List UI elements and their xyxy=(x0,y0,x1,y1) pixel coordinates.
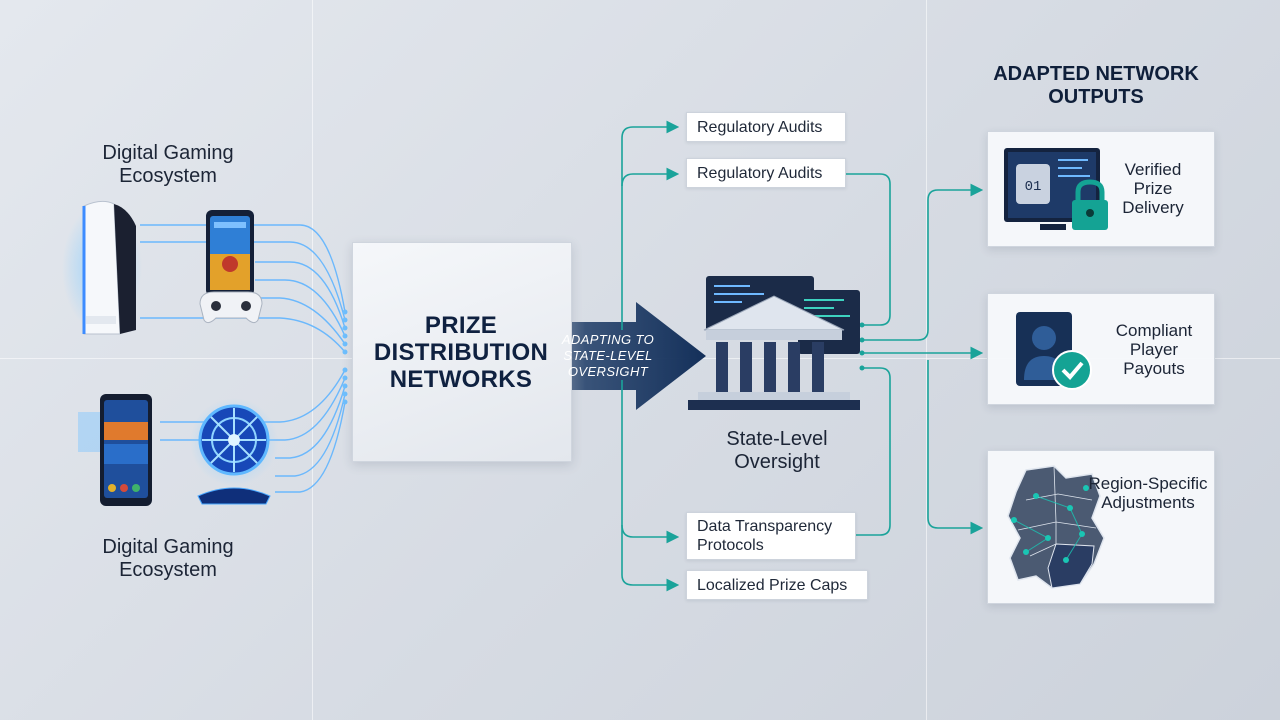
arrow-label-line2: STATE-LEVEL xyxy=(563,348,653,363)
outputs-title-line2: OUTPUTS xyxy=(1048,86,1144,108)
secure-monitor-icon: 01 xyxy=(1004,148,1108,230)
pill-data-transparency: Data Transparency Protocols xyxy=(686,512,856,560)
payouts-line1: Compliant xyxy=(1115,321,1193,340)
region-line1: Region-Specific xyxy=(1088,474,1208,493)
verified-line1: Verified xyxy=(1124,160,1182,179)
outputs-title-line1: ADAPTED NETWORK xyxy=(993,63,1199,85)
region-map-icon xyxy=(1007,465,1105,589)
pill-transparency-line1: Data Transparency xyxy=(697,518,833,535)
arrow-label-line3: OVERSIGHT xyxy=(567,364,649,379)
verified-player-icon xyxy=(1016,312,1092,390)
output-branch-lines xyxy=(862,183,984,535)
center-title-line1: PRIZE xyxy=(424,312,498,339)
payouts-line3: Payouts xyxy=(1123,359,1185,378)
pill-localized-prize-caps: Localized Prize Caps xyxy=(686,570,868,600)
payouts-line2: Player xyxy=(1129,340,1179,359)
region-adjustments-label: Region-Specific Adjustments xyxy=(1084,474,1212,512)
adapting-arrow-label: ADAPTING TO STATE-LEVEL OVERSIGHT xyxy=(556,332,660,380)
pill-prize-caps-text: Localized Prize Caps xyxy=(697,576,848,594)
region-line2: Adjustments xyxy=(1101,493,1195,512)
verified-line2: Prize xyxy=(1133,179,1173,198)
ecosystem-label-top: Digital Gaming Ecosystem xyxy=(102,142,234,187)
state-oversight-label: State-Level Oversight xyxy=(694,428,860,474)
verified-line3: Delivery xyxy=(1122,198,1184,217)
input-flow-lines xyxy=(140,224,346,493)
government-building-icon xyxy=(688,276,860,410)
pill-transparency-line2: Protocols xyxy=(697,537,764,554)
center-title-line3: NETWORKS xyxy=(389,366,533,393)
center-title-line2: DISTRIBUTION xyxy=(373,339,549,366)
compliant-payouts-label: Compliant Player Payouts xyxy=(1102,321,1206,378)
pill-audit-1-text: Regulatory Audits xyxy=(697,118,823,136)
ecosystem-label-bottom: Digital Gaming Ecosystem xyxy=(102,536,234,581)
mobile-game-icon xyxy=(199,210,263,324)
svg-text:01: 01 xyxy=(1025,179,1042,195)
prize-distribution-title: PRIZE DISTRIBUTION NETWORKS xyxy=(352,312,570,393)
game-console-icon xyxy=(62,200,142,335)
pill-regulatory-audits-2: Regulatory Audits xyxy=(686,158,846,188)
state-oversight-line2: Oversight xyxy=(734,451,820,473)
prize-wheel-icon xyxy=(190,398,278,505)
grid-divider-right xyxy=(926,0,927,720)
state-oversight-line1: State-Level xyxy=(726,428,828,450)
pill-audit-2-text: Regulatory Audits xyxy=(697,164,823,182)
arrow-label-line1: ADAPTING TO xyxy=(561,332,655,347)
outputs-title: ADAPTED NETWORK OUTPUTS xyxy=(968,63,1224,109)
prize-distribution-box xyxy=(352,242,572,462)
pill-regulatory-audits-1: Regulatory Audits xyxy=(686,112,846,142)
casino-app-icon xyxy=(78,394,152,506)
pill-branch-lines xyxy=(621,120,891,592)
grid-divider-left xyxy=(312,0,313,720)
verified-delivery-label: Verified Prize Delivery xyxy=(1108,160,1198,217)
